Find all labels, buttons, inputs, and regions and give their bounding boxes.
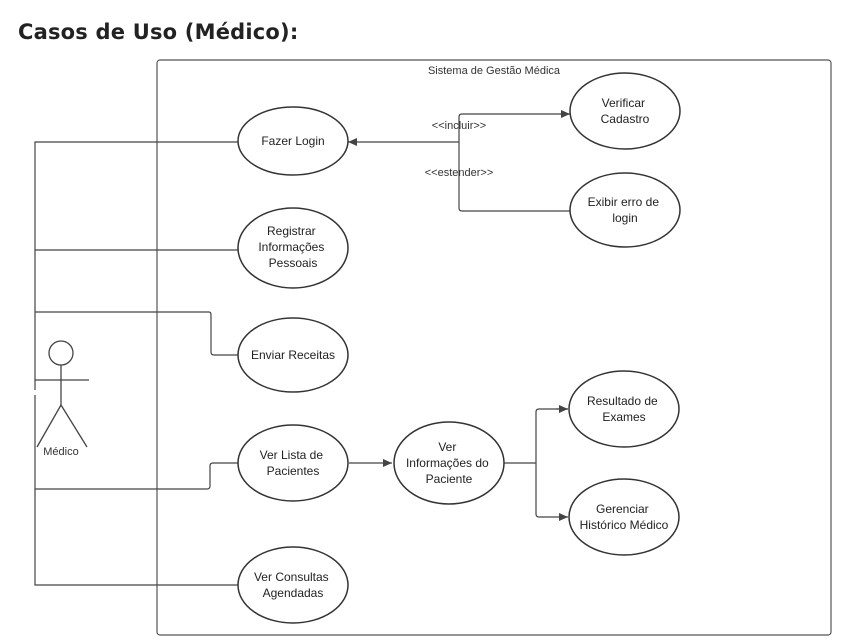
use-case-label: Verificar bbox=[602, 96, 645, 110]
use-case-label: login bbox=[612, 211, 637, 225]
svg-text:Exibir erro de login: Exibir erro de login bbox=[588, 195, 663, 225]
use-case-label: Fazer Login bbox=[261, 134, 324, 148]
actor-label: Médico bbox=[43, 446, 78, 458]
assoc-ver-lista bbox=[34, 395, 238, 490]
use-case-label: Registrar bbox=[267, 224, 316, 238]
use-case-label: Ver Consultas bbox=[254, 570, 329, 584]
svg-text:Ver Consultas Agendadas: Ver Consultas Agendadas bbox=[254, 570, 332, 600]
svg-text:Fazer Login: Fazer Login bbox=[261, 134, 324, 148]
use-case-ver-lista: Ver Lista de Pacientes bbox=[237, 424, 349, 502]
svg-text:Enviar Receitas: Enviar Receitas bbox=[251, 348, 335, 362]
use-case-ellipse bbox=[237, 546, 349, 624]
use-case-label: Informações do bbox=[406, 456, 489, 470]
relation-lines bbox=[348, 110, 570, 517]
use-case-ellipse bbox=[568, 370, 680, 448]
actor-left-leg bbox=[36, 404, 62, 448]
actor-medico bbox=[35, 340, 89, 448]
svg-text:Ver Informações do: Ver Informações do Paciente bbox=[406, 440, 492, 486]
use-case-fazer-login: Fazer Login bbox=[237, 106, 349, 176]
use-case-verificar-cadastro: Verificar Cadastro bbox=[569, 72, 681, 150]
branch-connector bbox=[504, 408, 568, 517]
use-case-ellipse bbox=[569, 72, 681, 150]
use-case-ellipse bbox=[237, 207, 349, 289]
use-case-exibir-erro: Exibir erro de login bbox=[569, 172, 681, 248]
svg-text:Resultado de Exames: Resultado de Exames bbox=[587, 394, 661, 424]
use-case-label: Cadastro bbox=[601, 112, 650, 126]
use-case-label: Pessoais bbox=[269, 256, 318, 270]
extend-label: <<estender>> bbox=[425, 167, 494, 179]
actor-head bbox=[48, 340, 74, 366]
use-case-label: Exibir erro de bbox=[588, 195, 660, 209]
assoc-fazer-login bbox=[34, 141, 238, 390]
use-case-label: Informações bbox=[258, 240, 324, 254]
assoc-enviar-receitas bbox=[35, 311, 238, 356]
use-case-label: Exames bbox=[602, 410, 645, 424]
use-case-ver-consultas: Ver Consultas Agendadas bbox=[237, 546, 349, 624]
use-case-gerenciar-historico: Gerenciar Histórico Médico bbox=[568, 478, 680, 556]
actor-right-leg bbox=[60, 404, 88, 448]
svg-text:Registrar Informações: Registrar Informações Pessoais bbox=[258, 224, 327, 270]
use-case-enviar-receitas: Enviar Receitas bbox=[237, 317, 349, 393]
use-case-ellipse bbox=[568, 478, 680, 556]
use-case-label: Agendadas bbox=[263, 586, 324, 600]
svg-text:Verificar Cadastro: Verificar Cadastro bbox=[601, 96, 650, 126]
svg-text:Ver Lista de Pacientes: Ver Lista de Pacientes bbox=[260, 448, 327, 478]
use-case-ver-informacoes: Ver Informações do Paciente bbox=[393, 421, 505, 505]
use-case-ellipse bbox=[237, 424, 349, 502]
use-case-registrar: Registrar Informações Pessoais bbox=[237, 207, 349, 289]
association-lines bbox=[34, 141, 238, 586]
include-connector bbox=[458, 113, 570, 212]
svg-text:Gerenciar Histórico Médi: Gerenciar Histórico Médico bbox=[580, 502, 669, 532]
page-title: Casos de Uso (Médico): bbox=[18, 20, 299, 44]
use-case-label: Pacientes bbox=[267, 464, 320, 478]
include-label: <<incluir>> bbox=[432, 120, 486, 132]
assoc-ver-consultas bbox=[34, 489, 238, 586]
use-case-ellipse bbox=[569, 172, 681, 248]
use-case-ellipse bbox=[237, 106, 349, 176]
use-case-label: Enviar Receitas bbox=[251, 348, 335, 362]
use-case-label: Paciente bbox=[426, 472, 473, 486]
use-case-ellipse bbox=[237, 317, 349, 393]
use-case-label: Resultado de bbox=[587, 394, 658, 408]
use-case-label: Ver Lista de bbox=[260, 448, 324, 462]
use-case-label: Gerenciar bbox=[596, 502, 649, 516]
use-case-label: Ver bbox=[438, 440, 456, 454]
use-case-ellipse bbox=[393, 421, 505, 505]
system-boundary-label: Sistema de Gestão Médica bbox=[428, 65, 561, 77]
system-boundary bbox=[156, 59, 832, 636]
use-case-label: Histórico Médico bbox=[580, 518, 669, 532]
use-case-resultado-exames: Resultado de Exames bbox=[568, 370, 680, 448]
